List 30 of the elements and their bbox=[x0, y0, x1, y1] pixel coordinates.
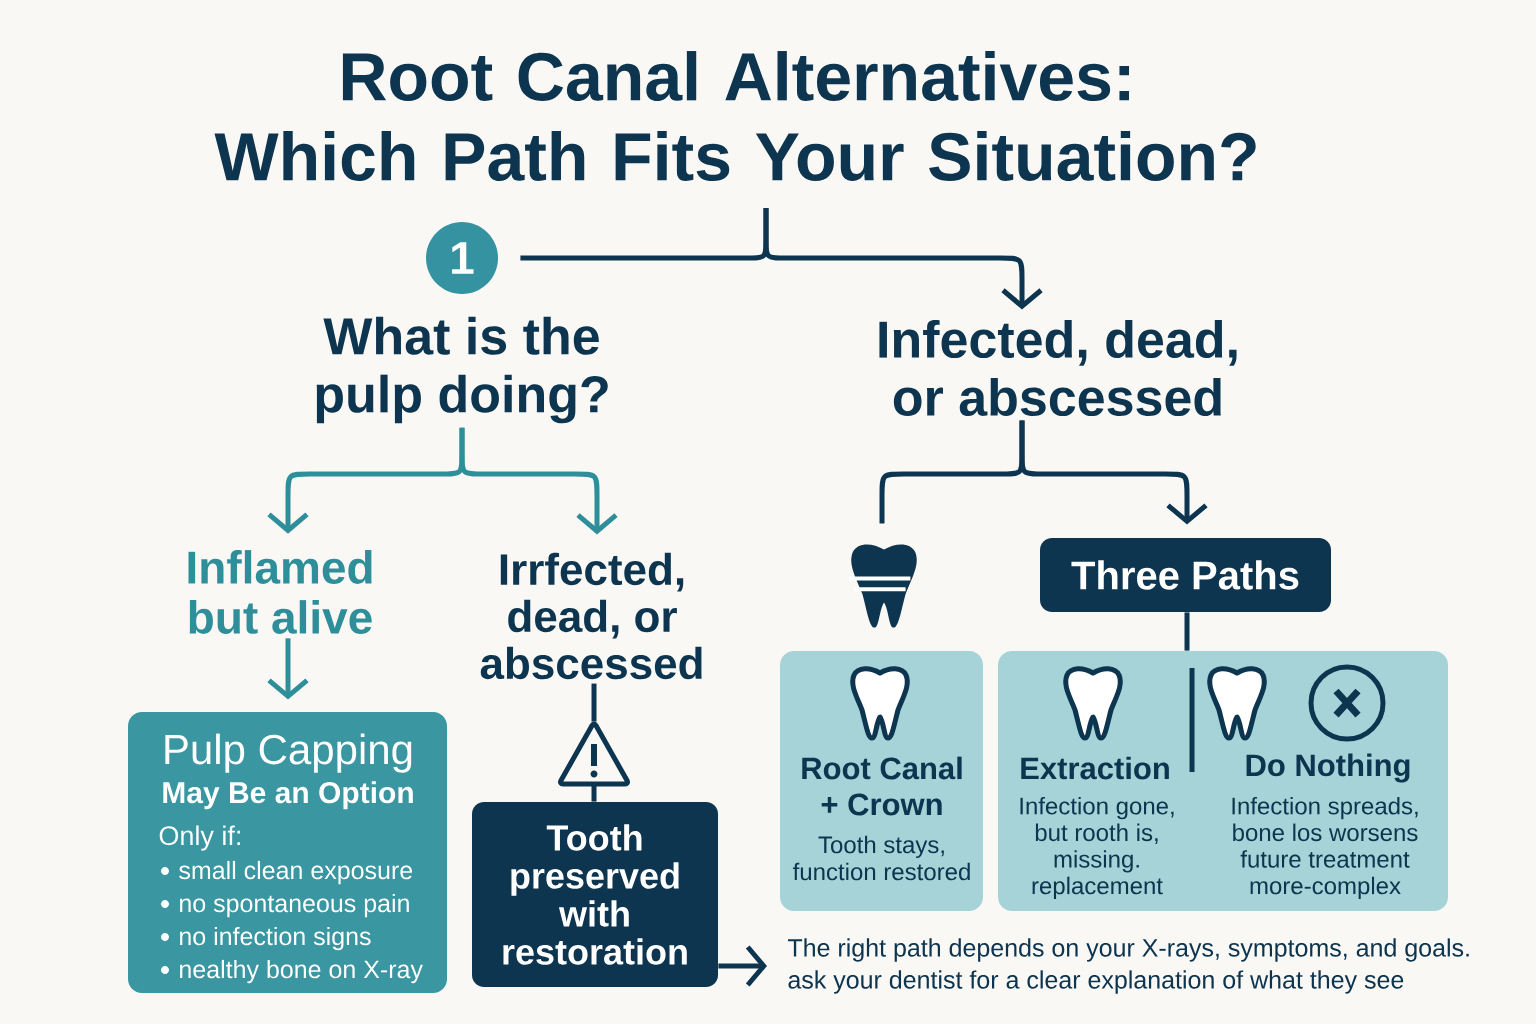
bullet-item: no infection signs bbox=[180, 926, 371, 951]
connector-line bbox=[1184, 612, 1190, 651]
panel-heading: Do Nothing bbox=[1246, 753, 1410, 783]
bullet-item: small clean exposure bbox=[179, 860, 413, 885]
connector-line bbox=[591, 683, 597, 722]
branch-label: Irrfected, dead, or abscessed bbox=[480, 552, 702, 680]
bullet-item: nealthy bone on X-ray bbox=[180, 959, 423, 984]
panel-text: Tooth stays, function restored bbox=[792, 835, 970, 881]
box-heading: Pulp Capping bbox=[165, 733, 412, 773]
connector-line bbox=[591, 784, 597, 802]
question-text: What is the pulp doing? bbox=[316, 316, 608, 424]
header-box: Three Paths bbox=[1040, 538, 1331, 612]
number-badge: 1 bbox=[426, 222, 498, 294]
bullet-item: no spontaneous pain bbox=[180, 893, 409, 918]
branch-label: Infected, dead, or abscessed bbox=[879, 319, 1237, 417]
panel-text: Infection spreads, bone los worsens future treatment more-complex bbox=[1232, 796, 1418, 900]
box-subheading: May Be an Option bbox=[163, 781, 413, 810]
branch-label: Inflamed but alive bbox=[188, 550, 372, 634]
warning-triangle bbox=[558, 721, 630, 787]
arrow bbox=[459, 427, 618, 535]
condition-label: Only if: bbox=[159, 825, 240, 851]
title: Root Canal Alternatives: Which Path Fits Your Situation? bbox=[214, 51, 1256, 181]
arrow bbox=[763, 208, 1043, 310]
arrow bbox=[1019, 420, 1208, 525]
note-text: The right path depends on your X-rays, symptoms, and goals. ask your dentist for a clear explanation of what they see bbox=[788, 938, 1469, 994]
panel-text: Infection gone, but rooth is, missing. replacement bbox=[1020, 796, 1174, 900]
result-box: Tooth preserved with restoration bbox=[472, 802, 718, 987]
panel-heading: Root Canal + Crown bbox=[802, 756, 962, 816]
panel-heading: Extraction bbox=[1021, 756, 1169, 780]
tooth-icon bbox=[849, 544, 917, 628]
